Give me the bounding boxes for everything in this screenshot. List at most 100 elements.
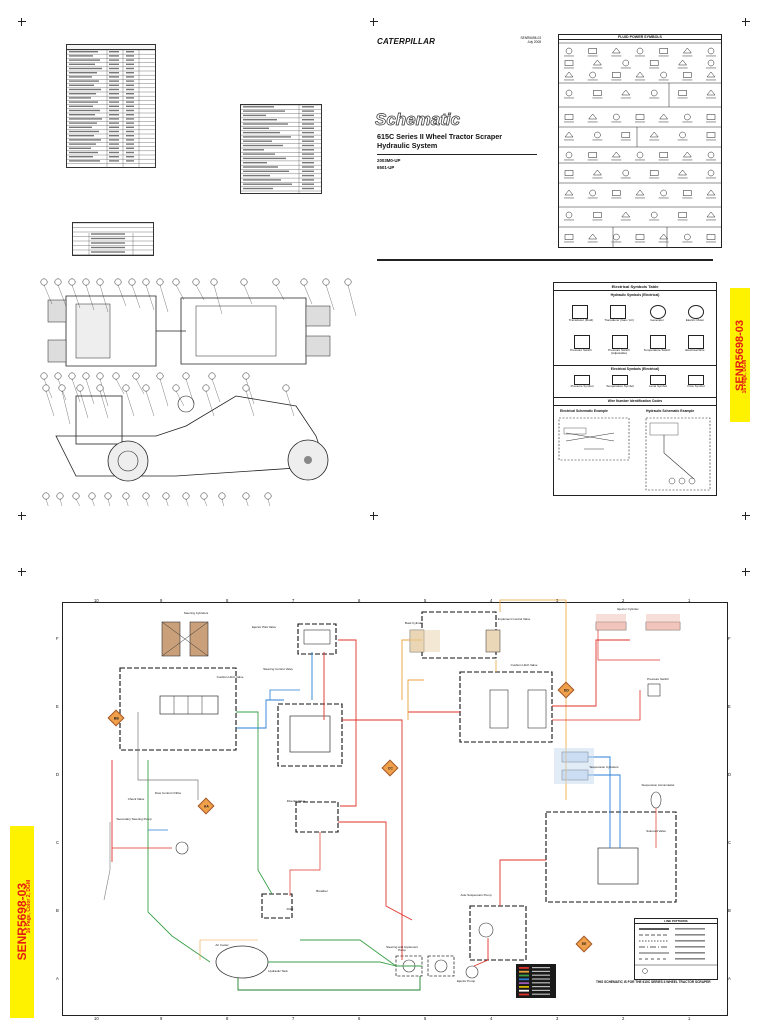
table-text-mark (69, 156, 93, 158)
symbol-caption-mark (682, 55, 693, 57)
symbol-triangle (564, 189, 574, 196)
component-label: Axle Suspension Pump (460, 893, 492, 897)
table-text-mark (126, 88, 134, 91)
callout-leader (285, 390, 295, 417)
switch-symbol-label: Pressure Symbol (570, 384, 594, 388)
table-text-mark (243, 183, 292, 185)
electrical-symbol-label: Pressure Switch (Adjustable) (608, 348, 630, 356)
bowl-cylinder-right (485, 629, 501, 653)
component-label: Hydraulic Tank (268, 969, 288, 973)
table-text-mark (302, 136, 314, 138)
color-caption-mark (532, 993, 550, 995)
symbol-caption-mark (706, 219, 716, 221)
table-text-mark (302, 170, 314, 172)
table-text-mark (109, 126, 119, 128)
callout-leader (125, 390, 135, 417)
serial-line1: 2003M0-UP (377, 158, 401, 163)
ejector-return (597, 630, 660, 661)
grid-column-label: 3 (556, 598, 559, 603)
symbol-caption-mark (706, 55, 716, 57)
table-text-mark (69, 160, 100, 162)
symbol-box (593, 212, 602, 218)
shade-block (596, 614, 626, 630)
symbol-circle (636, 151, 644, 159)
table-text-mark (302, 157, 314, 160)
symbol-caption-mark (682, 197, 693, 199)
symbol-box (593, 90, 602, 96)
symbol-caption-mark (706, 121, 716, 123)
bowl-inner (195, 305, 277, 357)
symbol-circle (622, 169, 630, 177)
orange-loop (499, 599, 567, 800)
suspension-accumulator (650, 791, 662, 809)
crop-mark (370, 512, 378, 520)
diverter-valve-box (295, 801, 339, 833)
grid-row-label: C (56, 840, 60, 845)
symbol-caption-mark (677, 67, 688, 69)
electrical-symbol: Electric Motor (678, 305, 712, 331)
crop-mark (18, 18, 26, 26)
pilot-spool (303, 629, 331, 645)
switch-symbol-label: Flow Symbol (687, 384, 705, 388)
component-label: Breather (316, 889, 328, 893)
color-swatch (519, 982, 529, 984)
table-text-mark (69, 143, 96, 145)
table-text-mark (69, 122, 97, 124)
symbol-caption-mark (611, 55, 622, 57)
grid-column-label: 8 (226, 598, 229, 603)
grid-column-label: 7 (292, 598, 295, 603)
electrical-panel-title: Electrical Symbols Table (554, 283, 716, 291)
component-label: Suspension Accumulator (641, 783, 675, 787)
electrical-symbol-label: Electrical Wire (685, 348, 705, 352)
symbol-box (659, 48, 668, 54)
table-text-mark (126, 122, 134, 124)
ejector-feed (552, 639, 630, 707)
legend-caption-mark (675, 928, 705, 930)
doc-id-tab-top: SENR5698-03 (730, 288, 750, 422)
pilot-line-blue2 (269, 689, 300, 700)
symbol-caption-mark (611, 197, 622, 199)
table-text-mark (109, 160, 119, 162)
symbol-caption-mark (706, 177, 716, 179)
symbol-triangle (682, 47, 692, 54)
hitch-spool-a (489, 689, 509, 729)
line-pattern-legend: LINE PATTERNS (634, 918, 718, 980)
table-text-mark (126, 109, 134, 112)
table-text-mark (69, 51, 98, 53)
connector-table (66, 44, 156, 168)
callout-leader (115, 378, 125, 395)
symbol-triangle (706, 71, 716, 78)
symbol-circle (707, 169, 715, 177)
callout-leader (57, 284, 67, 307)
switch-line (552, 690, 641, 721)
table-grid (241, 104, 321, 193)
color-swatch (519, 986, 529, 988)
table-text-mark (126, 114, 134, 116)
table-text-mark (126, 76, 134, 78)
table-text-mark (302, 140, 314, 142)
bowl-raise (407, 679, 424, 720)
symbol-triangle (621, 211, 631, 218)
machine-views (40, 278, 357, 506)
symbol-triangle (706, 211, 716, 218)
table-text-mark (126, 80, 134, 82)
electrical-symbol-shape (650, 335, 666, 349)
symbol-caption-mark (635, 241, 645, 243)
grid-row-label: C (728, 840, 732, 845)
implement-spool (289, 715, 331, 753)
symbol-caption-mark (587, 121, 598, 123)
table-text-mark (126, 101, 134, 103)
symbol-box (649, 60, 659, 66)
hydraulic-electrical-heading: Hydraulic Symbols (Electrical) (610, 293, 660, 297)
symbol-caption-mark (706, 79, 716, 81)
symbol-caption-mark (649, 97, 660, 99)
table-text-mark (243, 131, 280, 134)
table-text-mark (302, 183, 314, 185)
grid-row-label: B (56, 908, 59, 913)
callout-leader (79, 390, 89, 419)
symbol-box (649, 170, 659, 176)
electrical-symbol-shape (650, 305, 666, 319)
symbol-circle (589, 71, 596, 79)
component-label: Steering and Implement Pump (386, 945, 418, 953)
table-text-mark (69, 72, 97, 74)
